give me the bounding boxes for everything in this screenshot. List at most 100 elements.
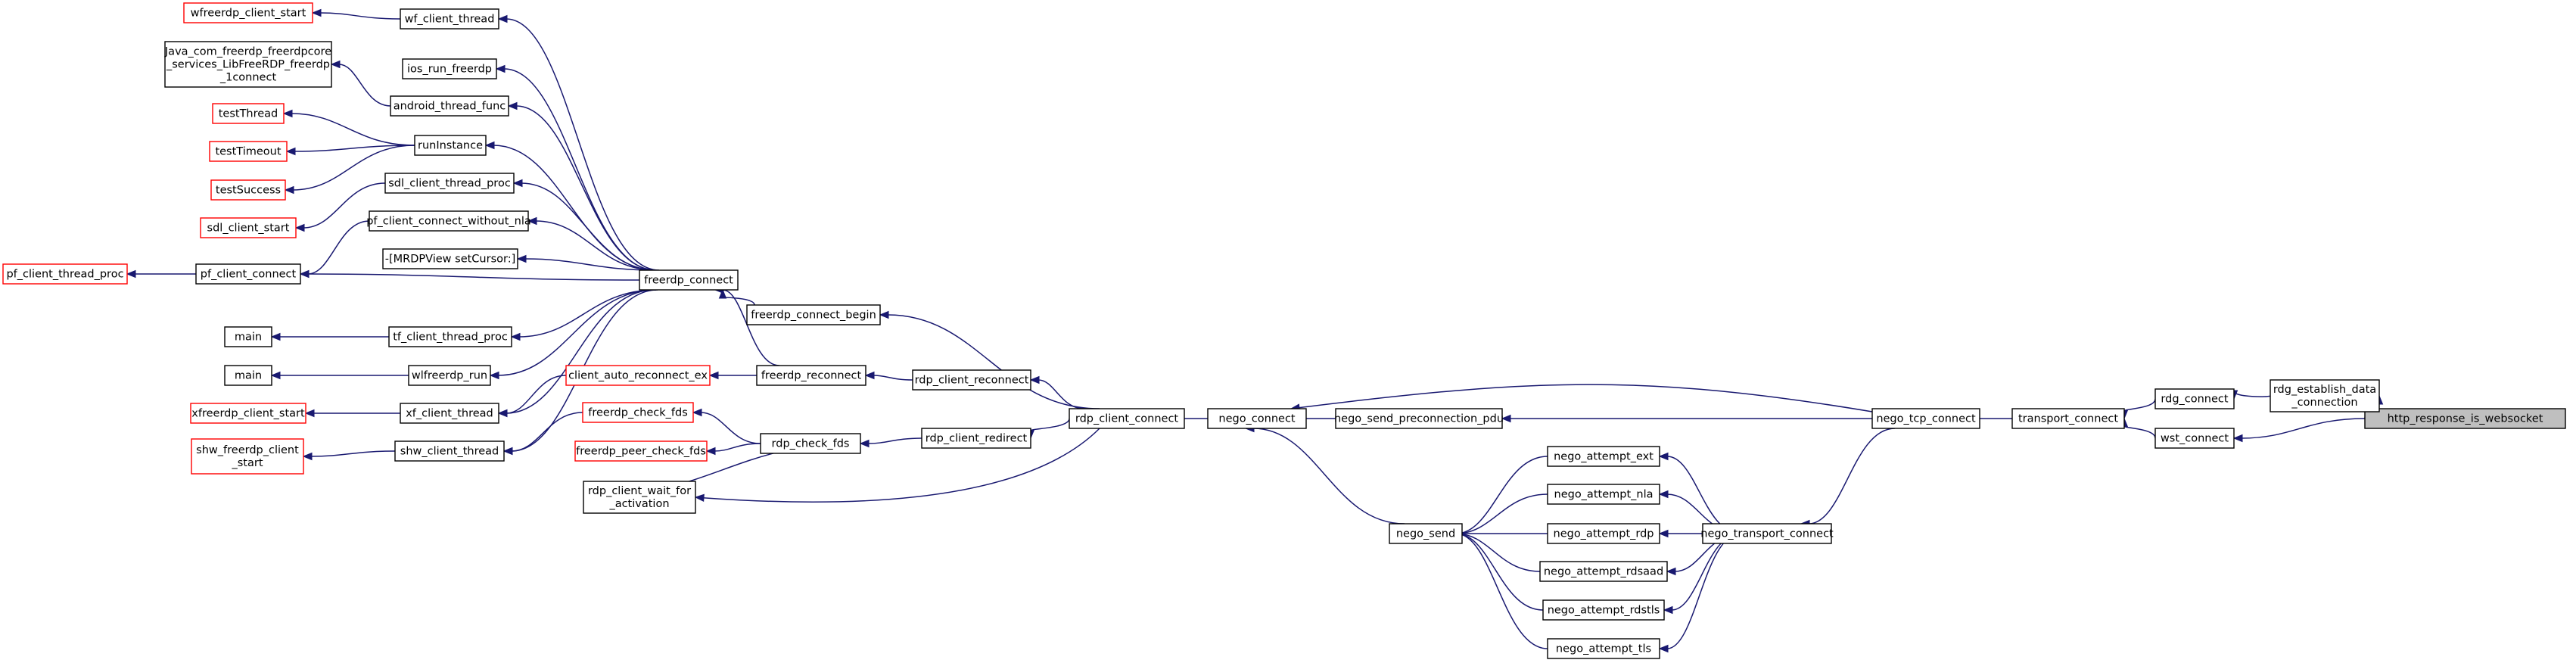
edge-line — [338, 64, 391, 107]
node-label: rdg_connect — [2161, 393, 2228, 405]
node-box — [2011, 408, 2125, 429]
arrow-head — [270, 371, 281, 380]
node-freerdp-check-fds[interactable]: freerdp_check_fds — [582, 402, 694, 423]
node-pf-client-connect-without-nla[interactable]: pf_client_connect_without_nla — [366, 210, 531, 232]
node-nego-send-preconnection-pdu[interactable]: nego_send_preconnection_pdu — [1334, 408, 1504, 429]
node-label: freerdp_peer_check_fds — [576, 445, 706, 457]
node-testTimeout[interactable]: testTimeout — [209, 141, 288, 162]
node-android-thread-func[interactable]: android_thread_func — [390, 95, 509, 117]
node-freerdp-peer-check-fds[interactable]: freerdp_peer_check_fds — [574, 440, 708, 462]
node-rdp-client-wait-for-activation[interactable]: rdp_client_wait_for_activation — [583, 481, 696, 514]
arrow-head — [718, 288, 727, 299]
node-nego-transport-connect[interactable]: nego_transport_connect — [1700, 523, 1834, 544]
node-box — [394, 440, 505, 462]
node-rdp-client-connect[interactable]: rdp_client_connect — [1069, 408, 1185, 429]
node-nego-attempt-ext[interactable]: nego_attempt_ext — [1547, 446, 1660, 467]
node-rdg-establish-data-connection[interactable]: rdg_establish_data_connection — [2270, 379, 2380, 412]
node-pf-client-thread-proc[interactable]: pf_client_thread_proc — [2, 263, 128, 285]
edge-line — [521, 182, 657, 271]
edge-nego-tcp-connect-to-nego-transport-connect — [1800, 428, 1896, 528]
node-runInstance[interactable]: runInstance — [414, 135, 487, 156]
node-nego-tcp-connect[interactable]: nego_tcp_connect — [1871, 408, 1980, 429]
node-http-response-is-websocket[interactable]: http_response_is_websocket — [2364, 408, 2566, 429]
node-testThread[interactable]: testThread — [212, 103, 285, 124]
edge-pf-client-connect-without-nla-to-pf-client-connect — [299, 220, 370, 279]
node-box — [574, 440, 708, 462]
node-nego-attempt-nla[interactable]: nego_attempt_nla — [1547, 484, 1660, 505]
edge-freerdp-connect-to-sdl-client-thread-proc — [512, 179, 657, 271]
node-rdp-client-reconnect[interactable]: rdp_client_reconnect — [912, 369, 1031, 391]
node-rdp-check-fds[interactable]: rdp_check_fds — [760, 433, 861, 454]
node-transport-connect[interactable]: transport_connect — [2011, 408, 2125, 429]
edge-line — [1455, 533, 1541, 572]
edge-line — [497, 289, 657, 376]
node-box — [400, 8, 499, 30]
node-shw-client-thread[interactable]: shw_client_thread — [394, 440, 505, 462]
node-wf-client-thread[interactable]: wf_client_thread — [400, 8, 499, 30]
node-nego-connect[interactable]: nego_connect — [1207, 408, 1307, 429]
node-tf-client-thread-proc[interactable]: tf_client_thread_proc — [388, 326, 512, 347]
node-rdp-client-redirect[interactable]: rdp_client_redirect — [921, 428, 1031, 449]
node-main-tf[interactable]: main — [224, 326, 272, 347]
node-label: sdl_client_thread_proc — [388, 177, 511, 189]
edge-nego-tcp-connect-to-nego-send-preconnection-pdu — [1501, 414, 1872, 423]
edge-wf-client-thread-to-wfreerdp-client-start — [311, 8, 401, 20]
node-label: wf_client_thread — [405, 13, 495, 25]
node-label: sdl_client_start — [207, 222, 290, 234]
node-nego-attempt-rdp[interactable]: nego_attempt_rdp — [1547, 523, 1660, 544]
edge-freerdp-connect-to-pf-client-connect-without-nla — [527, 216, 657, 271]
node-freerdp-connect-begin[interactable]: freerdp_connect_begin — [746, 304, 881, 325]
node-shw-freerdp-client-start[interactable]: shw_freerdp_client_start — [191, 438, 304, 475]
node-main-wl[interactable]: main — [224, 365, 272, 386]
edge-line — [722, 297, 755, 306]
node-rdg-connect[interactable]: rdg_connect — [2154, 388, 2235, 409]
node-label: xf_client_thread — [406, 407, 493, 419]
node-freerdp-connect[interactable]: freerdp_connect — [639, 269, 739, 291]
edge-line — [2123, 425, 2156, 439]
edge-rdp-client-connect-to-rdp-client-redirect — [1026, 418, 1070, 440]
node-wlfreerdp-run[interactable]: wlfreerdp_run — [408, 365, 491, 386]
node-freerdp-reconnect[interactable]: freerdp_reconnect — [756, 365, 866, 386]
node-nego-attempt-rdsaad[interactable]: nego_attempt_rdsaad — [1539, 561, 1668, 582]
node-label: freerdp_connect_begin — [751, 309, 876, 321]
arrow-head — [489, 371, 499, 380]
edge-freerdp-connect-to-MRDPView-setCursor — [516, 254, 657, 271]
arrow-head — [879, 310, 889, 319]
arrow-head — [1666, 567, 1676, 576]
node-MRDPView-setCursor[interactable]: -[MRDPView setCursor:] — [382, 248, 518, 269]
edge-runInstance-to-testThread — [282, 109, 415, 146]
node-ios-run-freerdp[interactable]: ios_run_freerdp — [402, 58, 497, 79]
node-java-connect[interactable]: Java_com_freerdp_freerdpcore_services_Li… — [164, 41, 332, 88]
edge-line — [2241, 418, 2366, 439]
node-label: Java_com_freerdp_freerdpcore — [164, 45, 331, 58]
node-xf-client-thread[interactable]: xf_client_thread — [400, 403, 499, 424]
node-box — [164, 41, 332, 88]
node-wfreerdp-client-start[interactable]: wfreerdp_client_start — [183, 2, 313, 23]
edge-line — [1298, 384, 1873, 412]
node-label: tf_client_thread_proc — [393, 331, 508, 343]
arrow-head — [527, 216, 537, 226]
node-box — [195, 263, 301, 285]
node-sdl-client-start[interactable]: sdl_client_start — [200, 217, 297, 238]
edge-rdp-client-connect-to-freerdp-connect-begin — [879, 310, 1100, 409]
node-testSuccess[interactable]: testSuccess — [210, 179, 286, 201]
node-wst-connect[interactable]: wst_connect — [2154, 428, 2235, 449]
node-sdl-client-thread-proc[interactable]: sdl_client_thread_proc — [384, 173, 515, 194]
edge-line — [506, 375, 567, 414]
edge-freerdp-connect-to-wf-client-thread — [497, 14, 660, 271]
node-box — [414, 135, 487, 156]
node-pf-client-connect[interactable]: pf_client_connect — [195, 263, 301, 285]
node-nego-attempt-rdstls[interactable]: nego_attempt_rdstls — [1542, 599, 1665, 621]
node-xfreerdp-client-start[interactable]: xfreerdp_client_start — [190, 403, 306, 424]
edge-line — [294, 145, 415, 152]
node-label: freerdp_connect — [644, 274, 733, 286]
node-nego-send[interactable]: nego_send — [1389, 523, 1463, 544]
node-client-auto-reconnect-ex[interactable]: client_auto_reconnect_ex — [565, 365, 711, 386]
arrow-head — [330, 60, 341, 69]
node-nego-attempt-tls[interactable]: nego_attempt_tls — [1547, 638, 1660, 659]
edges-layer — [126, 8, 2384, 653]
edge-line — [714, 443, 761, 452]
node-box — [402, 58, 497, 79]
node-box — [2364, 408, 2566, 429]
